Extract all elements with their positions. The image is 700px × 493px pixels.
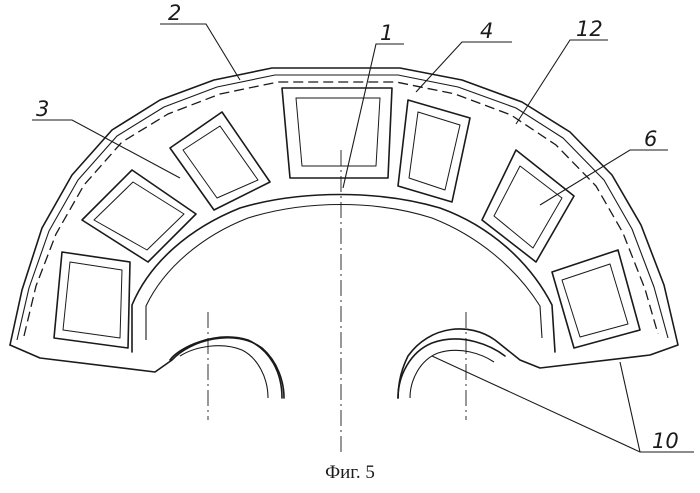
leader-10b [620, 362, 640, 452]
cell-7 [552, 250, 640, 348]
cell-4 [282, 88, 392, 178]
label-12: 12 [576, 17, 603, 41]
label-1: 1 [380, 21, 393, 45]
inner-arch-contour [132, 195, 555, 353]
outer-contour-left [10, 338, 284, 398]
label-4: 4 [480, 19, 493, 43]
cell-6 [482, 150, 574, 262]
outer-shell [17, 75, 668, 340]
leader-6 [540, 150, 668, 205]
outer-contour [10, 68, 678, 398]
leader-12 [516, 40, 608, 124]
cell-2 [82, 170, 196, 262]
cell-3 [170, 112, 270, 210]
label-6: 6 [644, 127, 657, 151]
label-3: 3 [36, 97, 49, 121]
left-slot-hook-inner [180, 346, 268, 398]
leader-2 [160, 24, 240, 80]
leader-4 [416, 42, 512, 92]
cell-1 [54, 252, 130, 348]
label-10: 10 [652, 429, 679, 453]
cell-5 [398, 100, 470, 202]
figure-caption: Фиг. 5 [0, 462, 700, 484]
label-2: 2 [168, 1, 181, 25]
right-slot-hook-inner [410, 350, 494, 398]
